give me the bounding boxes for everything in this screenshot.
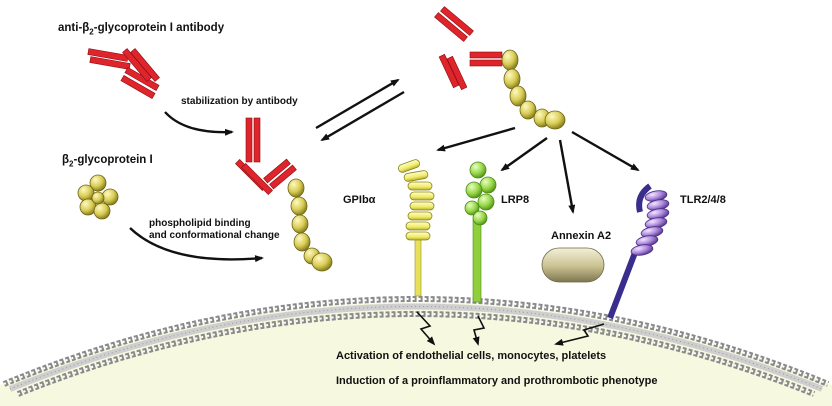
equilibrium-reverse-arrow: [320, 90, 405, 142]
complex-membrane: [235, 117, 333, 272]
tlr-receptor: [607, 183, 670, 320]
label-b2gp: β2-glycoprotein I: [62, 154, 153, 169]
label-phospholipid-line2: and conformational change: [149, 229, 280, 241]
arrow-to-tlr: [571, 130, 640, 172]
signal-bolt-gpib: [416, 311, 436, 346]
label-lrp8: LRP8: [501, 194, 530, 206]
label-phospholipid: phospholipid binding and conformational …: [149, 218, 280, 241]
label-antibody: anti-β2-glycoprotein I antibody: [58, 22, 225, 37]
complex-top: [434, 6, 566, 130]
label-activation: Activation of endothelial cells, monocyt…: [336, 350, 607, 362]
arrow-stabilization: [164, 111, 234, 136]
equilibrium-forward-arrow: [315, 78, 400, 130]
label-phospholipid-line1: phospholipid binding: [149, 218, 251, 229]
antibody-free: [87, 48, 160, 100]
annexin-a2: [541, 247, 605, 283]
label-induction: Induction of a proinflammatory and proth…: [336, 375, 658, 387]
lrp8-receptor: [464, 161, 497, 303]
gpib-receptor: [398, 159, 435, 297]
b2gp-closed: [77, 174, 119, 220]
arrow-to-gpib: [436, 126, 516, 152]
arrow-to-annexin: [558, 139, 576, 214]
signal-bolt-tlr: [554, 323, 605, 346]
arrow-to-lrp8: [500, 137, 548, 172]
arrow-phospholipid: [129, 227, 264, 263]
label-annexin: Annexin A2: [551, 230, 612, 242]
cell-membrane: [0, 296, 832, 406]
label-stabilization: stabilization by antibody: [181, 96, 298, 107]
signal-bolt-lrp8: [472, 315, 486, 346]
label-tlr: TLR2/4/8: [680, 194, 726, 206]
label-gpib: GPIbα: [343, 194, 376, 206]
